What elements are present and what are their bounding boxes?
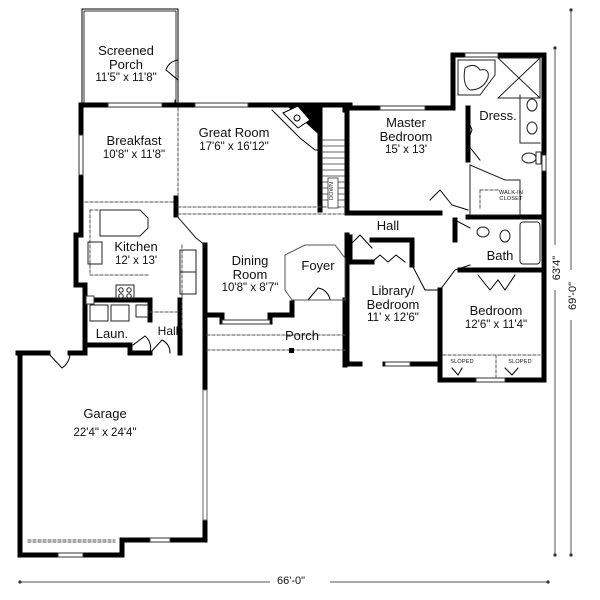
room-label-laundry: Laun.	[92, 327, 132, 341]
room-label-garage: Garage 22'4" x 24'4"	[60, 407, 150, 439]
room-name: Great Room	[198, 125, 270, 140]
stairs-down-label: DOWN	[329, 181, 336, 200]
room-dimensions: 10'8" x 11'8"	[102, 148, 166, 161]
room-dimensions: 10'8" x 8'7"	[221, 282, 279, 295]
room-label-hall-upper: Hall	[370, 219, 406, 233]
room-label-library-bedroom: Library/ Bedroom 11' x 12'6"	[353, 284, 433, 324]
sloped-ceiling-right-label: SLOPED	[508, 359, 532, 365]
overall-width-dimension: 66'-0"	[275, 575, 308, 587]
room-name: Porch	[285, 328, 319, 343]
room-label-porch: Porch	[280, 329, 324, 343]
room-label-hall-lower: Hall	[154, 325, 182, 338]
room-label-great-room: Great Room 17'6" x 16'12"	[184, 126, 284, 153]
room-label-walk-in-closet: WALK-IN CLOSET	[496, 190, 526, 203]
room-name: Laun.	[95, 326, 129, 341]
room-name: Bedroom	[366, 296, 420, 312]
room-label-foyer: Foyer	[296, 259, 340, 273]
room-name: Bedroom	[379, 128, 433, 144]
room-dimensions: 12'6" x 11'4"	[464, 318, 528, 331]
room-label-kitchen: Kitchen 12' x 13'	[106, 240, 166, 267]
room-name: Dining	[231, 253, 269, 268]
room-name: WALK-IN	[498, 190, 524, 196]
room-name: Breakfast	[106, 133, 162, 148]
room-dimensions: 11' x 12'6"	[367, 312, 419, 325]
room-name: Garage	[83, 406, 127, 421]
room-name: Hall	[157, 324, 179, 338]
main-depth-dimension: 63'4"	[551, 249, 563, 287]
room-label-breakfast: Breakfast 10'8" x 11'8"	[94, 134, 174, 161]
overall-depth-dimension: 69'-0"	[567, 275, 579, 317]
room-label-bath: Bath	[480, 249, 520, 263]
room-name: Kitchen	[114, 239, 158, 254]
room-name: CLOSET	[499, 195, 523, 202]
room-name: Porch	[109, 56, 143, 72]
room-name: Room	[232, 266, 268, 282]
room-label-screened-porch: Screened Porch 11'5" x 11'8"	[86, 44, 166, 84]
porch-post	[289, 348, 294, 353]
room-name: Master	[386, 115, 426, 130]
room-dimensions: 12' x 13'	[114, 254, 158, 267]
room-name: Dress.	[479, 108, 517, 123]
room-name: Hall	[376, 218, 400, 233]
room-label-dining-room: Dining Room 10'8" x 8'7"	[214, 254, 286, 294]
room-dimensions: 15' x 13'	[384, 144, 428, 157]
room-dimensions: 17'6" x 16'12"	[199, 140, 269, 153]
room-label-bedroom: Bedroom 12'6" x 11'4"	[451, 304, 541, 331]
room-dimensions: 11'5" x 11'8"	[95, 72, 157, 85]
room-name: Screened	[98, 43, 154, 58]
room-dimensions: 22'4" x 24'4"	[73, 426, 137, 439]
screened-porch-door-icon	[165, 59, 179, 81]
room-name: Bedroom	[469, 303, 523, 318]
room-name: Bath	[486, 248, 514, 263]
room-label-dressing: Dress.	[476, 109, 520, 123]
room-name: Foyer	[301, 258, 335, 273]
room-name: Library/	[371, 283, 415, 298]
sloped-ceiling-left-label: SLOPED	[450, 359, 474, 365]
room-label-master-bedroom: Master Bedroom 15' x 13'	[364, 116, 448, 156]
